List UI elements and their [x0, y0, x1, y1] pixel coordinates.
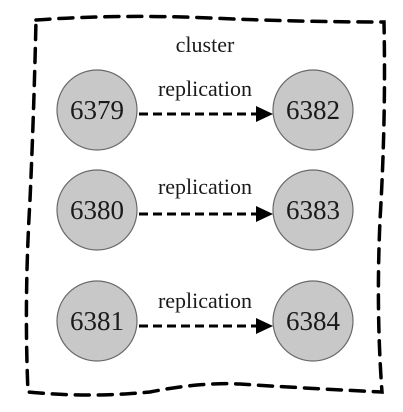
cluster-border	[24, 14, 387, 397]
target-node-label-3: 6384	[286, 306, 341, 336]
target-node-2	[272, 169, 354, 251]
cluster-label: cluster	[176, 32, 235, 57]
target-node-label-1: 6382	[286, 95, 340, 125]
arrowhead-icon	[256, 318, 273, 334]
source-node-label-1: 6379	[70, 95, 124, 125]
source-node-2	[56, 169, 138, 251]
source-node-label-2: 6380	[70, 195, 124, 225]
source-node-1	[56, 69, 138, 151]
source-node-3	[56, 280, 138, 362]
arrowhead-icon	[256, 106, 273, 122]
replication-pair-2: 6380 6383 replication	[56, 169, 354, 251]
arrowhead-icon	[256, 206, 273, 222]
edge-label-3: replication	[158, 288, 252, 313]
edge-label-1: replication	[158, 76, 252, 101]
source-node-label-3: 6381	[70, 306, 124, 336]
replication-pair-3: 6381 6384 replication	[56, 280, 354, 362]
replication-pair-1: 6379 6382 replication	[56, 69, 354, 151]
target-node-1	[272, 69, 354, 151]
target-node-label-2: 6383	[286, 195, 340, 225]
target-node-3	[272, 280, 354, 362]
edge-label-2: replication	[158, 174, 252, 199]
